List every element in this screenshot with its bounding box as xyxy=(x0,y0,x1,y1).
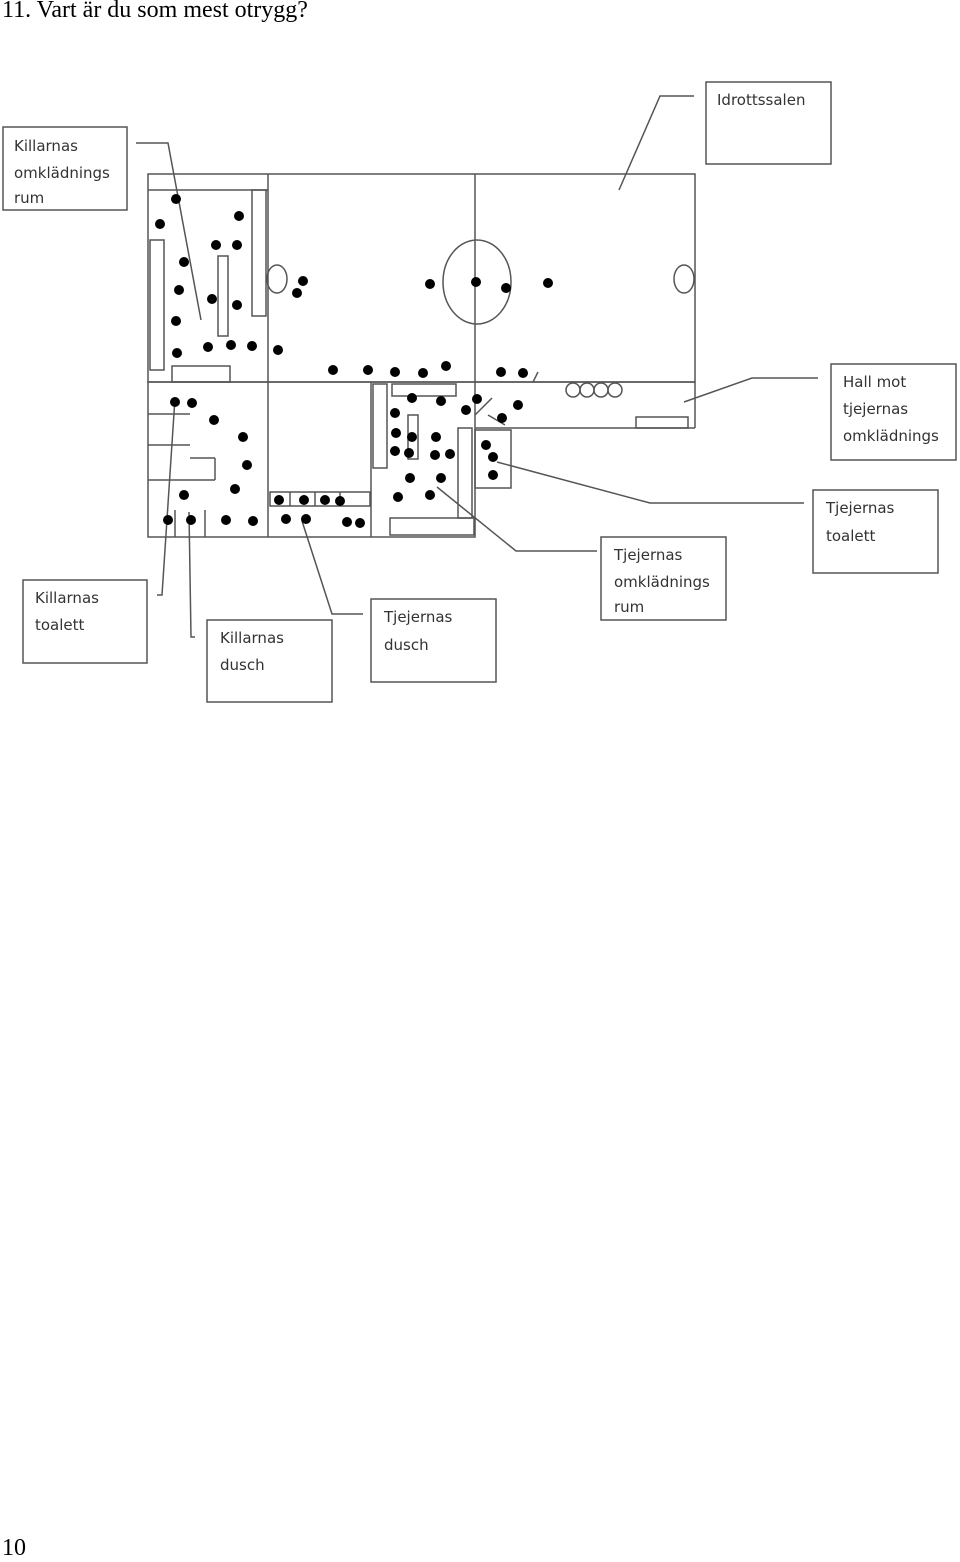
label-tjejernas-omkladningsrum-line-2: omklädnings xyxy=(614,573,710,591)
label-killarnas-omkladningsrum-line-3: rum xyxy=(14,189,44,207)
label-idrottssalen-line-1: Idrottssalen xyxy=(717,91,805,109)
leader-lines xyxy=(136,95,818,638)
response-dots xyxy=(155,194,553,528)
label-killarnas-toalett-line-1: Killarnas xyxy=(35,589,99,607)
label-hall-mot-line-3: omklädnings xyxy=(843,427,939,445)
page-number: 10 xyxy=(2,1535,26,1561)
label-tjejernas-toalett-line-1: Tjejernas xyxy=(825,499,895,517)
label-tjejernas-dusch-line-1: Tjejernas xyxy=(383,608,453,626)
label-tjejernas-omkladningsrum-line-3: rum xyxy=(614,598,644,616)
label-tjejernas-omkladningsrum-line-1: Tjejernas xyxy=(613,546,683,564)
label-killarnas-dusch-line-2: dusch xyxy=(220,656,265,674)
label-tjejernas-toalett-line-2: toalett xyxy=(826,527,876,545)
label-killarnas-omkladningsrum-line-1: Killarnas xyxy=(14,137,78,155)
label-killarnas-dusch-line-1: Killarnas xyxy=(220,629,284,647)
label-texts: Idrottssalen Killarnas omklädnings rum H… xyxy=(14,91,939,674)
floor-plan-diagram: Idrottssalen Killarnas omklädnings rum H… xyxy=(2,81,957,703)
question-heading: 11. Vart är du som mest otrygg? xyxy=(2,0,308,23)
label-killarnas-omkladningsrum-line-2: omklädnings xyxy=(14,164,110,182)
building-walls xyxy=(147,173,696,538)
label-killarnas-toalett-line-2: toalett xyxy=(35,616,85,634)
label-hall-mot-line-1: Hall mot xyxy=(843,373,906,391)
label-tjejernas-dusch-line-2: dusch xyxy=(384,636,429,654)
label-hall-mot-line-2: tjejernas xyxy=(843,400,908,418)
label-boxes xyxy=(2,81,957,703)
